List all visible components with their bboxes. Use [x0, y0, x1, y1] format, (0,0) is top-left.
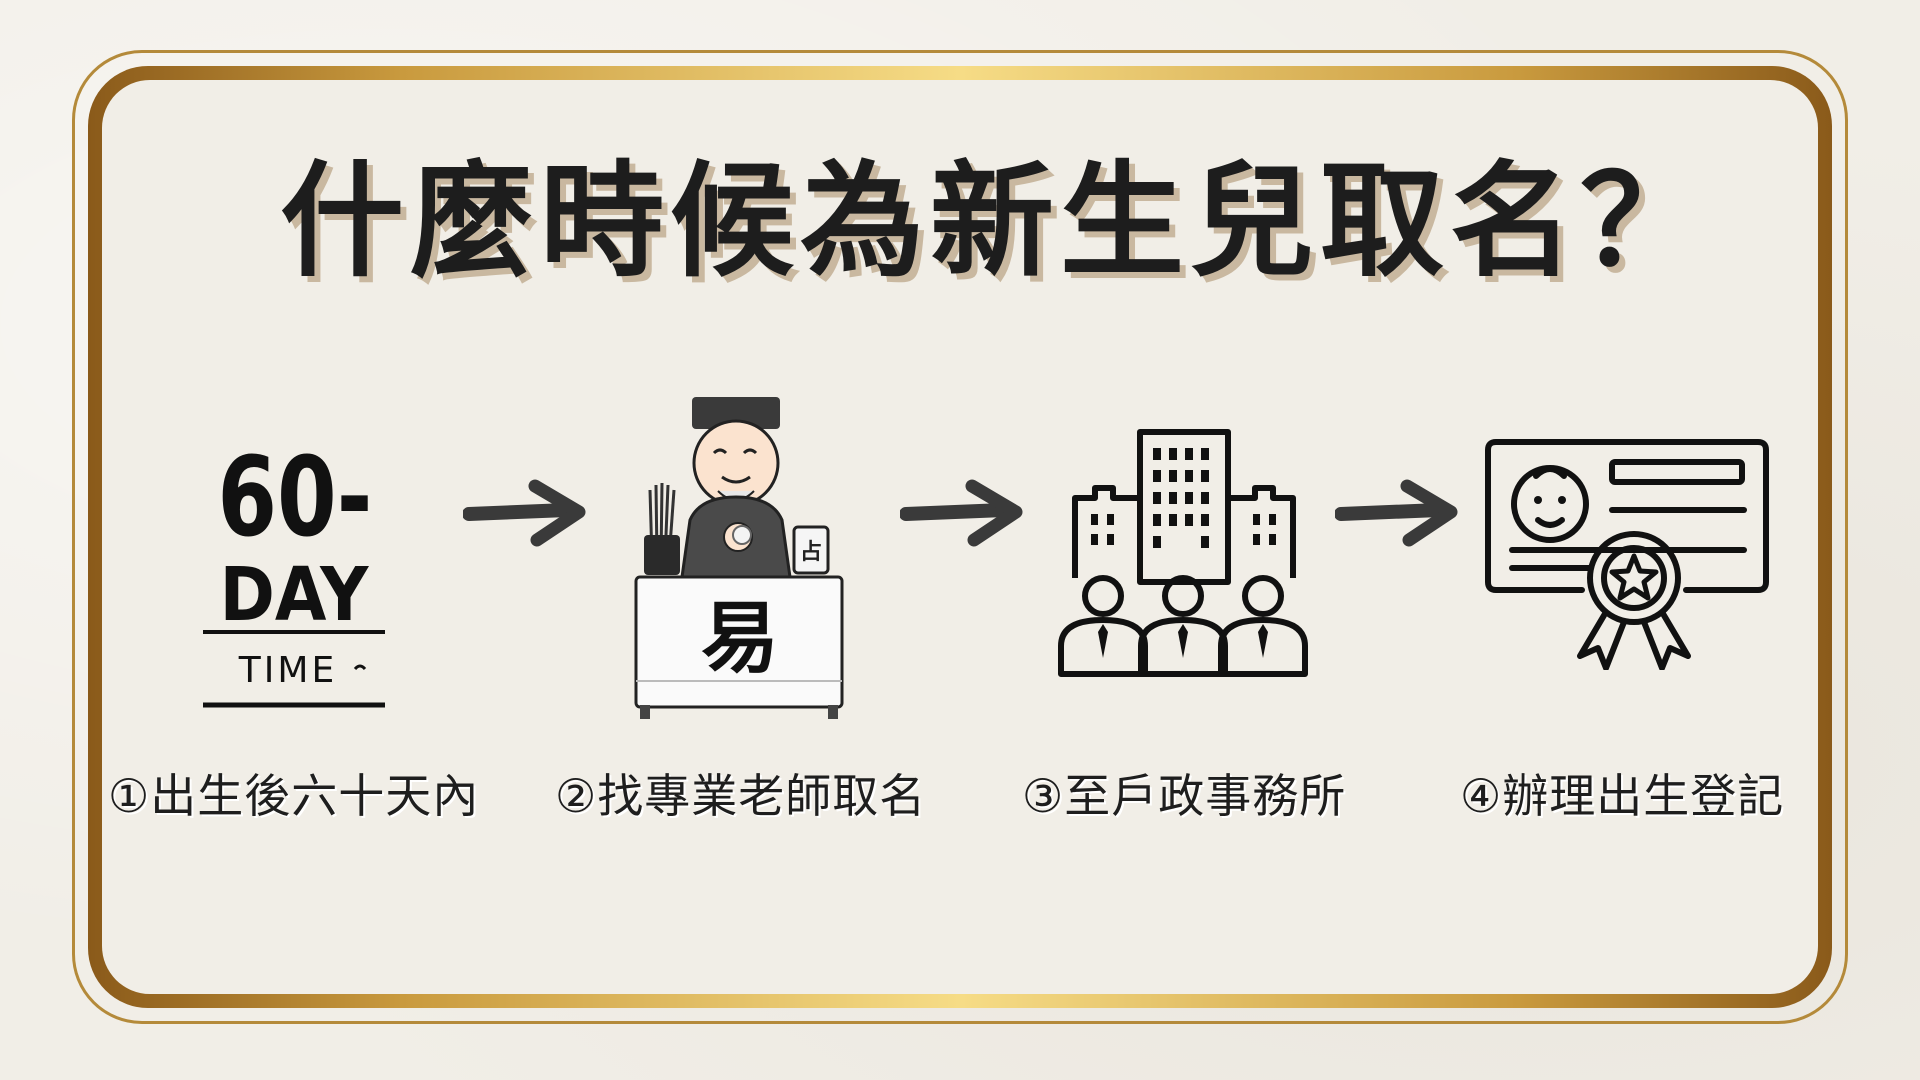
- fortune-sign-char: 占: [800, 540, 822, 565]
- page-title: 什麼時候為新生兒取名？: [280, 150, 1711, 294]
- step-1-label: ①出生後六十天內: [108, 769, 480, 823]
- certificate-award-icon: [1485, 439, 1769, 670]
- arrow-right-icon: [900, 479, 1023, 547]
- fortune-teller-icon: 占 易: [634, 397, 844, 719]
- time-caption-text: TIME: [238, 650, 337, 691]
- outer-gold-frame: [72, 50, 1848, 1024]
- step-3-label: ③至戶政事務所: [1022, 769, 1347, 823]
- office-building-people-icon: [1058, 429, 1308, 677]
- fortune-table-char: 易: [701, 594, 779, 684]
- day-count-text: 60-: [217, 434, 372, 562]
- step-2-label: ②找專業老師取名: [555, 769, 927, 823]
- arrow-right-icon: [1335, 479, 1458, 547]
- step-4-label: ④辦理出生登記: [1460, 769, 1785, 823]
- arrow-right-icon: [463, 479, 586, 547]
- 60-day-time-icon: 60- DAY TIME: [203, 434, 385, 708]
- day-unit-text: DAY: [220, 552, 370, 638]
